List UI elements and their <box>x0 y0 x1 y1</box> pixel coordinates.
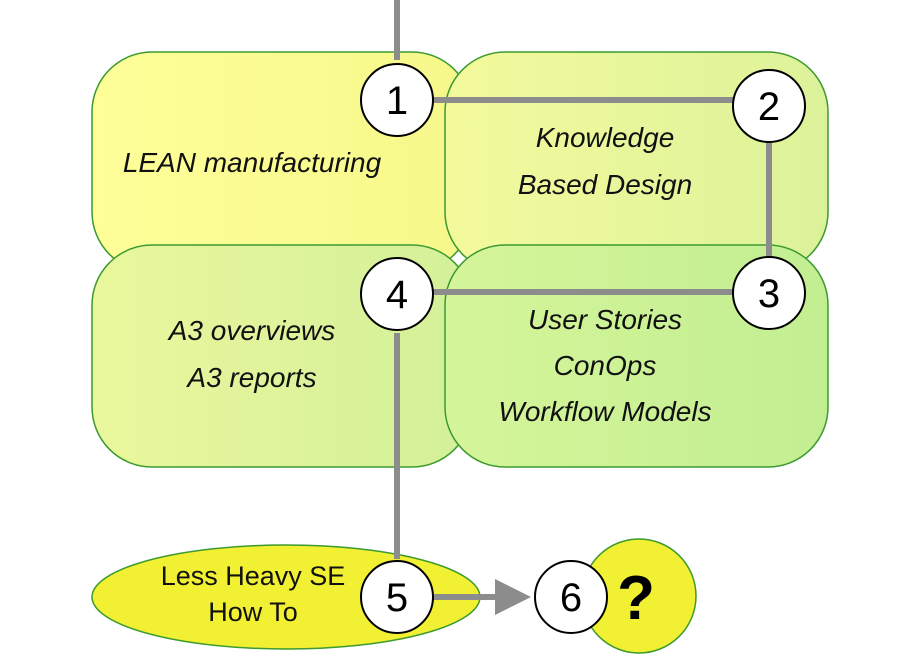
node-4-circle <box>360 257 434 331</box>
workflow-models-label: Workflow Models <box>498 396 711 427</box>
node-3: 3 <box>732 256 806 330</box>
user-stories-box <box>444 244 829 468</box>
node-1-circle <box>360 63 434 137</box>
how-to-label: How To <box>208 597 298 627</box>
node-1-label: 1 <box>386 79 408 123</box>
node-4: 4 <box>360 257 434 331</box>
node-1: 1 <box>360 63 434 137</box>
node-5-label: 5 <box>386 576 408 620</box>
node-6-circle <box>534 560 608 634</box>
question-mark: ? <box>617 564 655 633</box>
conops-label: ConOps <box>554 350 657 381</box>
a3-reports-label: A3 reports <box>185 362 316 393</box>
user-stories-label: User Stories <box>528 304 682 335</box>
node-4-label: 4 <box>386 273 408 317</box>
node-2-label: 2 <box>758 85 780 129</box>
node-5-circle <box>360 560 434 634</box>
node-2: 2 <box>732 69 806 143</box>
node-5: 5 <box>360 560 434 634</box>
node-3-label: 3 <box>758 272 780 316</box>
knowledge-label: Knowledge <box>536 122 675 153</box>
a3-overviews-label: A3 overviews <box>167 315 336 346</box>
less-heavy-se-label: Less Heavy SE <box>161 561 346 591</box>
lean-manufacturing-label: LEAN manufacturing <box>123 147 382 178</box>
node-6: 6 <box>534 560 608 634</box>
connectors <box>394 0 772 615</box>
node-3-circle <box>732 256 806 330</box>
node-2-circle <box>732 69 806 143</box>
based-design-label: Based Design <box>518 169 692 200</box>
node-6-label: 6 <box>560 576 582 620</box>
